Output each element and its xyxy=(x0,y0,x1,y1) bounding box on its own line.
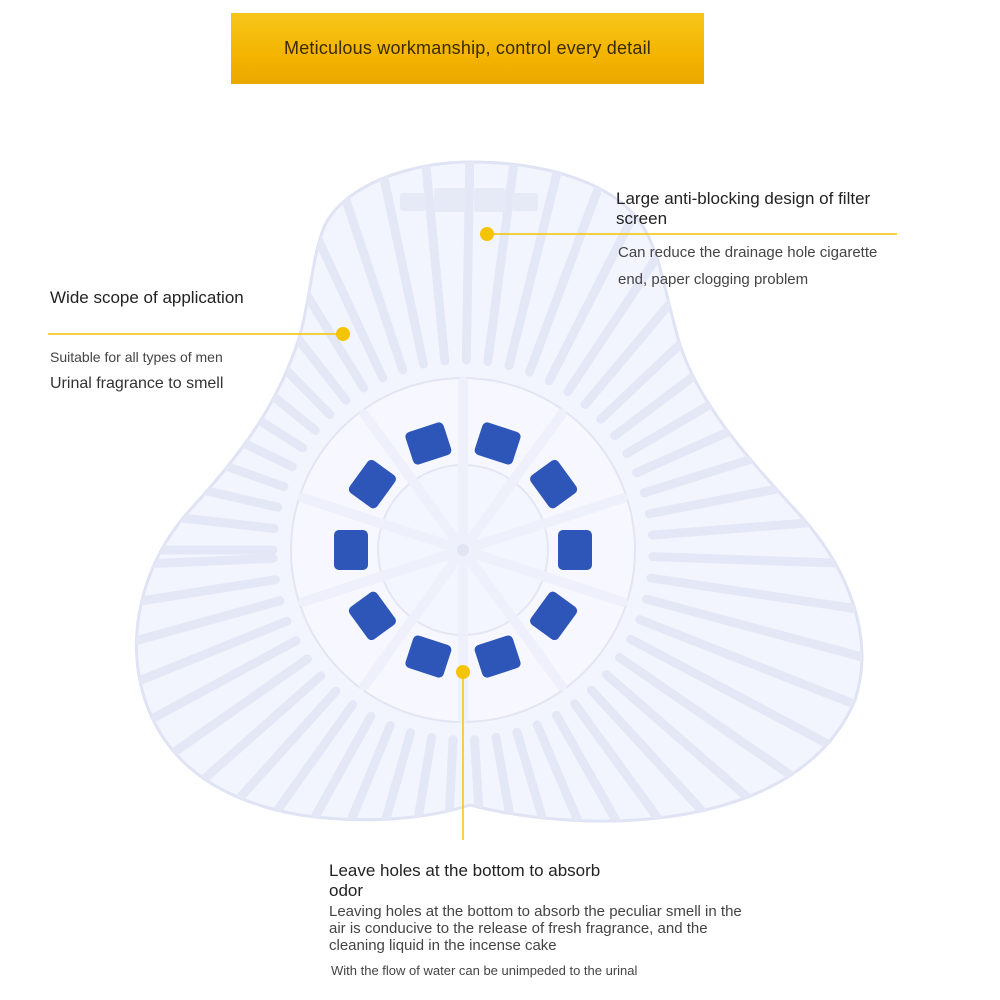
hub-spoke xyxy=(298,493,459,552)
top-slots xyxy=(400,188,538,212)
fragrance-tablet-piece xyxy=(530,591,578,641)
drainage-slot xyxy=(214,700,358,822)
drainage-slot xyxy=(254,711,376,822)
callout-dot-bottom xyxy=(456,665,470,679)
drainage-slot xyxy=(342,728,416,822)
fragrance-tablet-piece xyxy=(334,530,368,570)
callout-desc-anti-blocking: Can reduce the drainage hole cigarette e… xyxy=(618,244,878,288)
hub-spoke xyxy=(467,548,628,607)
drainage-slot xyxy=(177,686,341,822)
fragrance-tablet-piece xyxy=(474,422,521,465)
hub-spoke xyxy=(359,409,463,547)
drainage-slot xyxy=(491,732,541,822)
callout-title-anti-blocking: Large anti-blocking design of filter scr… xyxy=(616,189,871,228)
drainage-slot xyxy=(136,575,280,621)
banner-text: Meticulous workmanship, control every de… xyxy=(284,38,651,58)
drainage-slot xyxy=(297,721,395,822)
callout-desc-wide-scope-1: Suitable for all types of men xyxy=(50,349,223,365)
drainage-slot xyxy=(570,699,715,822)
drainage-slot xyxy=(136,596,285,667)
callout-title-bottom-holes: Leave holes at the bottom to absorb odor xyxy=(329,861,601,900)
fragrance-tablet-piece xyxy=(405,635,452,678)
callout-lines xyxy=(48,233,897,840)
drainage-slot xyxy=(461,162,475,365)
drainage-slot xyxy=(136,636,301,755)
drainage-slot xyxy=(552,710,675,822)
hub-spoke xyxy=(463,553,567,691)
drainage-slot xyxy=(136,553,278,573)
drainage-slot xyxy=(525,162,615,377)
callout-dot-top xyxy=(480,227,494,241)
drainage-slot xyxy=(586,685,752,822)
callout-desc-wide-scope-2: Urinal fragrance to smell xyxy=(50,375,224,392)
hub-spoke xyxy=(463,409,567,547)
fragrance-tablet-piece xyxy=(474,635,521,678)
drainage-slot xyxy=(483,162,523,367)
drainage-slot xyxy=(504,162,570,371)
drainage-slot xyxy=(635,615,859,709)
drainage-slot xyxy=(642,594,862,664)
fragrance-tablet-piece xyxy=(348,591,396,641)
fragrance-tablet-piece xyxy=(558,530,592,570)
drainage-slot xyxy=(615,653,814,793)
fragrance-tablets xyxy=(334,422,592,678)
drainage-slot xyxy=(136,616,292,712)
drainage-slot xyxy=(389,732,437,822)
callout-dot-left xyxy=(336,327,350,341)
drainage-slot xyxy=(470,735,494,822)
callout-title-wide-scope: Wide scope of application xyxy=(50,288,244,307)
drainage-slot xyxy=(626,634,839,752)
drainage-slot xyxy=(532,720,632,822)
drainage-slot xyxy=(646,573,862,617)
hub-spoke xyxy=(467,493,628,552)
drainage-slot xyxy=(436,735,458,822)
drainage-slot xyxy=(418,162,450,366)
drainage-slot xyxy=(512,727,587,822)
hub-spoke xyxy=(298,548,459,607)
fragrance-tablet-piece xyxy=(405,422,452,465)
header-banner: Meticulous workmanship, control every de… xyxy=(231,13,704,84)
hub-spoke xyxy=(359,553,463,691)
callout-note-bottom-holes: With the flow of water can be unimpeded … xyxy=(331,963,638,978)
fragrance-tablet-piece xyxy=(348,459,396,509)
fragrance-tablet-piece xyxy=(530,459,578,509)
callout-desc-bottom-holes: Leaving holes at the bottom to absorb th… xyxy=(329,903,742,954)
